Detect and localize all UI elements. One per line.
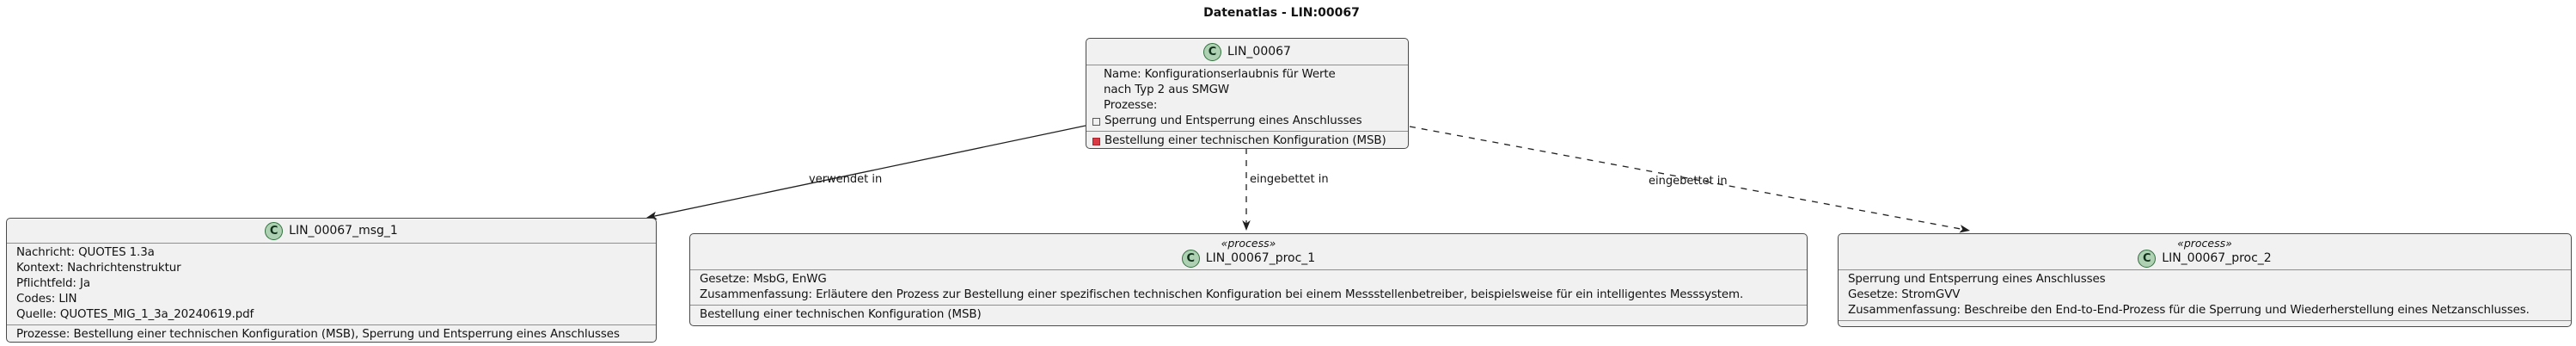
class-icon: C bbox=[1203, 42, 1222, 61]
edge-line-eingebettet-in-2 bbox=[1409, 126, 1966, 231]
method-line: Bestellung einer technischen Konfigurati… bbox=[700, 308, 982, 321]
methods-compartment bbox=[1839, 320, 2571, 326]
methods-compartment: Prozesse: Bestellung einer technischen K… bbox=[7, 324, 656, 342]
class-icon: C bbox=[1181, 249, 1200, 268]
edge-label-verwendet-in: verwendet in bbox=[809, 173, 883, 186]
edge-label-eingebettet-in-2: eingebettet in bbox=[1649, 175, 1728, 188]
private-field-icon bbox=[1092, 117, 1100, 126]
class-icon: C bbox=[265, 221, 284, 240]
class-icon: C bbox=[2138, 249, 2157, 268]
attributes-compartment: Name: Konfigurationserlaubnis für Werte … bbox=[1086, 65, 1408, 131]
attribute-line: Codes: LIN bbox=[16, 293, 77, 306]
class-header: C LIN_00067_msg_1 bbox=[7, 219, 656, 243]
stereotype-label: «process» bbox=[2177, 236, 2232, 250]
attributes-compartment: Sperrung und Entsperrung eines Anschluss… bbox=[1839, 269, 2571, 320]
method-line: Bestellung einer technischen Konfigurati… bbox=[1092, 133, 1404, 148]
attribute-line: Name: Konfigurationserlaubnis für Werte bbox=[1104, 68, 1336, 81]
class-node-lin-00067-proc-1: «process» C LIN_00067_proc_1 Gesetze: Ms… bbox=[689, 233, 1808, 326]
class-name: LIN_00067 bbox=[1227, 44, 1291, 59]
attribute-line: Kontext: Nachrichtenstruktur bbox=[16, 262, 181, 275]
attribute-line: Sperrung und Entsperrung eines Anschluss… bbox=[1848, 273, 2106, 286]
private-method-icon bbox=[1092, 137, 1100, 145]
class-node-lin-00067-proc-2: «process» C LIN_00067_proc_2 Sperrung un… bbox=[1838, 233, 2572, 327]
arrowhead-msg1 bbox=[646, 211, 658, 220]
attribute-line: Pflichtfeld: Ja bbox=[16, 277, 90, 290]
attributes-compartment: Nachricht: QUOTES 1.3a Kontext: Nachrich… bbox=[7, 243, 656, 324]
attribute-line: nach Typ 2 aus SMGW bbox=[1104, 83, 1230, 96]
attribute-line: Zusammenfassung: Erläutere den Prozess z… bbox=[700, 288, 1744, 301]
class-header: «process» C LIN_00067_proc_1 bbox=[690, 234, 1807, 269]
class-name: LIN_00067_proc_2 bbox=[2162, 250, 2272, 265]
attribute-line: Sperrung und Entsperrung eines Anschluss… bbox=[1092, 114, 1404, 129]
class-node-lin-00067: C LIN_00067 Name: Konfigurationserlaubni… bbox=[1086, 38, 1409, 149]
method-line: Prozesse: Bestellung einer technischen K… bbox=[16, 328, 620, 341]
attribute-line: Gesetze: StromGVV bbox=[1848, 288, 1961, 301]
stereotype-label: «process» bbox=[1221, 236, 1276, 250]
class-node-lin-00067-msg-1: C LIN_00067_msg_1 Nachricht: QUOTES 1.3a… bbox=[6, 218, 657, 343]
attribute-line: Prozesse: bbox=[1104, 99, 1158, 112]
class-header: C LIN_00067 bbox=[1086, 39, 1408, 65]
arrowhead-proc2 bbox=[1959, 225, 1970, 233]
diagram-title: Datenatlas - LIN:00067 bbox=[1203, 6, 1360, 20]
attribute-line: Quelle: QUOTES_MIG_1_3a_20240619.pdf bbox=[16, 308, 254, 321]
attribute-line: Gesetze: MsbG, EnWG bbox=[700, 273, 827, 286]
class-name: LIN_00067_proc_1 bbox=[1205, 250, 1316, 265]
edge-label-eingebettet-in-1: eingebettet in bbox=[1250, 173, 1329, 186]
methods-compartment: Bestellung einer technischen Konfigurati… bbox=[690, 305, 1807, 325]
class-name: LIN_00067_msg_1 bbox=[289, 223, 398, 238]
arrowhead-proc1 bbox=[1242, 219, 1251, 231]
methods-compartment: Bestellung einer technischen Konfigurati… bbox=[1086, 131, 1408, 148]
edge-line-verwendet-in bbox=[649, 125, 1086, 218]
class-header: «process» C LIN_00067_proc_2 bbox=[1839, 234, 2571, 269]
attribute-line: Zusammenfassung: Beschreibe den End-to-E… bbox=[1848, 304, 2530, 317]
attribute-line: Nachricht: QUOTES 1.3a bbox=[16, 246, 155, 259]
attributes-compartment: Gesetze: MsbG, EnWG Zusammenfassung: Erl… bbox=[690, 269, 1807, 305]
